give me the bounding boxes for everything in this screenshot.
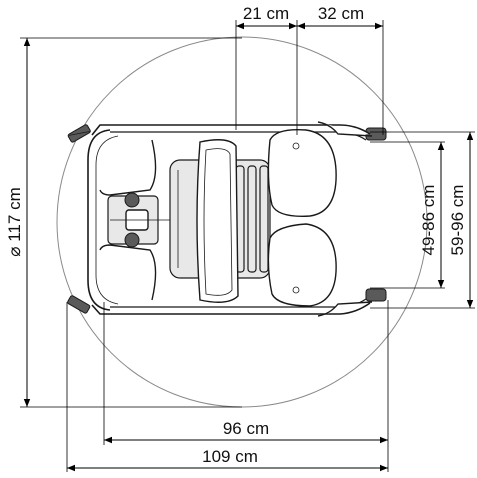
dim-label-32cm: 32 cm	[318, 4, 364, 23]
backrest-upper	[267, 129, 337, 217]
front-caster-bottom	[67, 295, 91, 314]
backrest-lower	[267, 223, 337, 307]
rear-hub-bottom	[365, 288, 387, 302]
wheelchair-top-view	[67, 121, 387, 317]
dim-label-109cm: 109 cm	[202, 447, 258, 466]
dim-label-diameter: ⌀ 117 cm	[5, 187, 24, 256]
dim-label-59-96: 59-96 cm	[448, 185, 467, 256]
dim-label-96cm: 96 cm	[223, 419, 269, 438]
front-caster-top	[67, 124, 91, 143]
dim-label-49-86: 49-86 cm	[419, 185, 438, 256]
dim-label-21cm: 21 cm	[243, 4, 289, 23]
